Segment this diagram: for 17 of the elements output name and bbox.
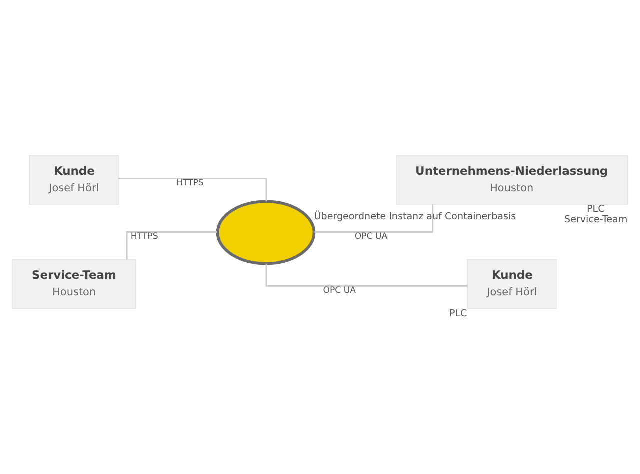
node-label: PLC bbox=[449, 308, 468, 319]
node-box: Kunde Josef Hörl bbox=[29, 154, 119, 205]
node-box: Kunde Josef Hörl bbox=[467, 258, 557, 309]
node-cloud bbox=[216, 200, 316, 265]
node-box: Unternehmens-Niederlassung Houston bbox=[396, 154, 628, 205]
connector bbox=[126, 231, 218, 260]
edge-label: OPC UA bbox=[323, 286, 356, 296]
node-label: Service-Team bbox=[564, 214, 628, 226]
edge-label: HTTPS bbox=[130, 232, 158, 242]
node-label: PLC bbox=[587, 204, 605, 215]
node-label: Übergeordnete Instanz auf Containerbasis bbox=[314, 211, 516, 222]
connector bbox=[266, 263, 468, 286]
edge-label: OPC UA bbox=[354, 232, 388, 242]
edge-label: HTTPS bbox=[176, 178, 204, 188]
node-box: Service-Team Houston bbox=[12, 258, 136, 309]
connector bbox=[314, 204, 434, 232]
connector bbox=[118, 178, 268, 202]
